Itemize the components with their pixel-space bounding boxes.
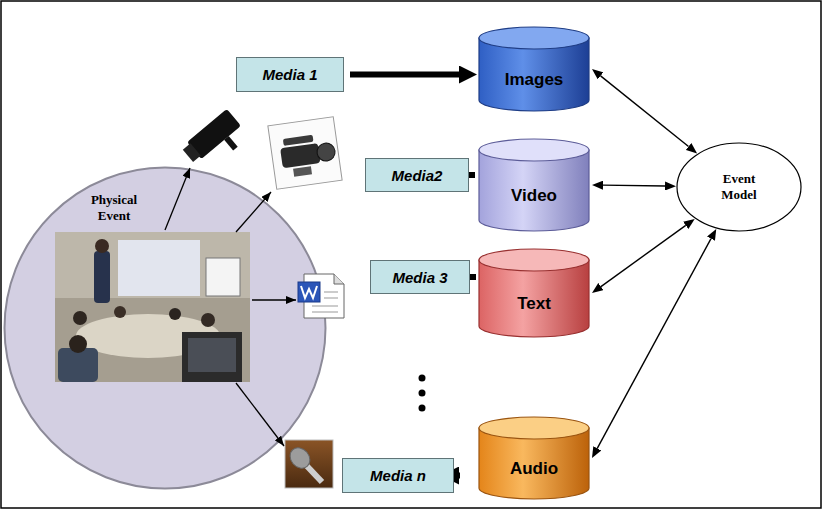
camcorder-body [280,143,320,168]
node-label: Images [505,70,564,90]
cylinder-top [479,139,589,161]
node-label: Text [517,294,551,314]
word-symbol [301,286,317,298]
projection-screen [118,240,200,296]
storage-cylinder-outline [478,26,590,112]
document-fold [334,274,344,284]
media-box: Media 3 [370,260,470,294]
media-flow-arrow [350,72,459,78]
storage-cylinder-outline [478,416,590,500]
storage-cylinder: Images [478,26,590,112]
node-label: Physical Event [83,192,145,224]
storage-cylinder-outline [478,248,590,338]
model-link-arrow [601,225,686,286]
storage-cylinder-outline [478,138,590,232]
photo-wall [55,232,250,298]
person-head [69,335,87,353]
camcorder-icon [268,117,342,190]
cylinder-top [479,249,589,271]
media-box: Media2 [365,158,469,192]
node-label: Media 3 [392,269,447,286]
camera-mount [224,136,238,151]
node-label: Event Model [708,171,770,203]
person-head [95,239,109,253]
camcorder-handle [283,135,314,146]
event-circle: Physical Event [3,166,327,490]
ellipsis-dot [419,405,426,412]
node-label: Media2 [392,167,443,184]
model-ellipse: Event Model [676,142,802,232]
cylinder-body [479,150,589,231]
ellipsis-dot [419,375,426,382]
person-head [73,311,87,325]
node-label: Media n [370,467,426,484]
event-circle-shape [5,168,326,489]
camera-lens [183,143,201,162]
node-label: Video [511,186,557,206]
photo-ground [55,232,250,382]
model-link-arrow [603,184,665,186]
ellipsis-dot [419,390,426,397]
model-link-arrow [601,76,689,147]
node-label: Media 1 [262,66,317,83]
storage-cylinder: Text [478,248,590,338]
storage-cylinder: Audio [478,416,590,500]
cylinder-top [479,27,589,49]
camcorder-lens [316,142,336,162]
standing-person [94,251,110,303]
photo-border [268,117,342,190]
microphone-icon [285,440,333,488]
media-flow-arrow [459,473,460,479]
cylinder-top [479,417,589,439]
photo-border [285,440,333,488]
storage-cylinder: Video [478,138,590,232]
camcorder-grip [293,166,312,176]
monitor [182,332,242,382]
microphone-handle [305,464,322,482]
model-ellipse-shape [677,143,801,231]
person-head [201,313,215,327]
media-box: Media 1 [236,57,344,92]
whiteboard [206,258,240,296]
person-head [169,308,181,320]
media-box: Media n [342,458,454,493]
word-badge [298,282,320,302]
model-link-arrow [597,239,711,449]
meeting-photo [55,232,250,382]
person-head [114,306,126,318]
capture-arrow [252,299,296,300]
camera-icon [181,109,250,175]
seated-person [58,348,98,382]
node-label: Audio [510,459,558,479]
event-circle-outline [3,166,327,490]
word-document-icon [298,274,344,318]
monitor-screen [188,338,236,372]
microphone-head [286,444,314,472]
